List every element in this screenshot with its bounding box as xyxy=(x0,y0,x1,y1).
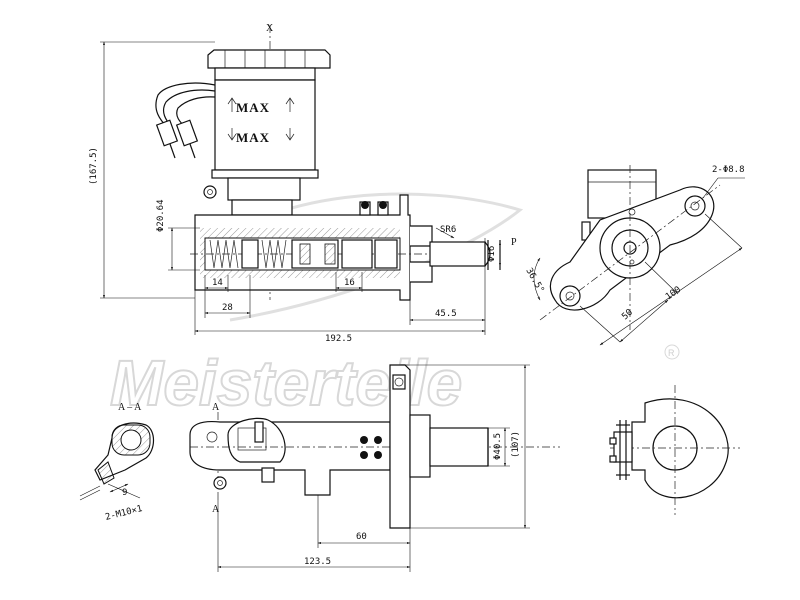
dim-50: 50 xyxy=(620,308,635,323)
top-view: X MAX MAX xyxy=(89,23,517,344)
section-mark-bottom: A xyxy=(212,504,220,515)
watermark-registered: R xyxy=(668,348,675,358)
top-view-dimensions: (167.5) Φ20.64 14 28 16 SR6 Φ16 P xyxy=(89,41,517,344)
dim-boss-dia: Φ40.5 xyxy=(493,433,503,460)
dim-28: 28 xyxy=(222,303,233,313)
dim-123-5: 123.5 xyxy=(304,557,331,567)
dim-pin-dia: Φ16 xyxy=(487,246,497,262)
section-title: A – A xyxy=(118,402,142,413)
axis-x-label: X xyxy=(266,23,274,34)
push-rod xyxy=(410,225,501,283)
dim-holes: 2-Φ8.8 xyxy=(712,165,745,175)
dim-45-5: 45.5 xyxy=(435,309,457,319)
dim-flange-height: (107) xyxy=(511,431,521,458)
dim-14: 14 xyxy=(212,278,223,288)
side-view: A A Φ40.5 (107) 60 xyxy=(189,364,560,572)
reservoir-cap xyxy=(207,49,331,81)
dim-bore-dia: Φ20.64 xyxy=(156,199,166,232)
dim-angle: 36.5° xyxy=(523,267,545,295)
flange-view: 2-Φ8.8 36.5° 50 100 xyxy=(523,165,745,346)
dim-thread: 2-M10×1 xyxy=(104,504,143,523)
section-a-a: A – A 9 2-M10×1 xyxy=(79,402,155,523)
dim-100: 100 xyxy=(664,285,683,303)
dim-192-5: 192.5 xyxy=(325,334,352,344)
max-label-lower: MAX xyxy=(236,130,270,145)
dim-sr6: SR6 xyxy=(440,225,456,235)
end-view xyxy=(609,385,740,515)
max-label-upper: MAX xyxy=(236,100,270,115)
cylinder-body xyxy=(190,194,480,301)
level-sensor-wires xyxy=(155,82,216,159)
section-mark-top: A xyxy=(212,402,220,413)
svg-text:9: 9 xyxy=(122,488,127,498)
reservoir: MAX MAX xyxy=(211,79,319,216)
dim-60: 60 xyxy=(356,532,367,542)
dim-overall-height: (167.5) xyxy=(89,147,99,185)
port-p-label: P xyxy=(511,237,517,248)
dim-16: 16 xyxy=(344,278,355,288)
